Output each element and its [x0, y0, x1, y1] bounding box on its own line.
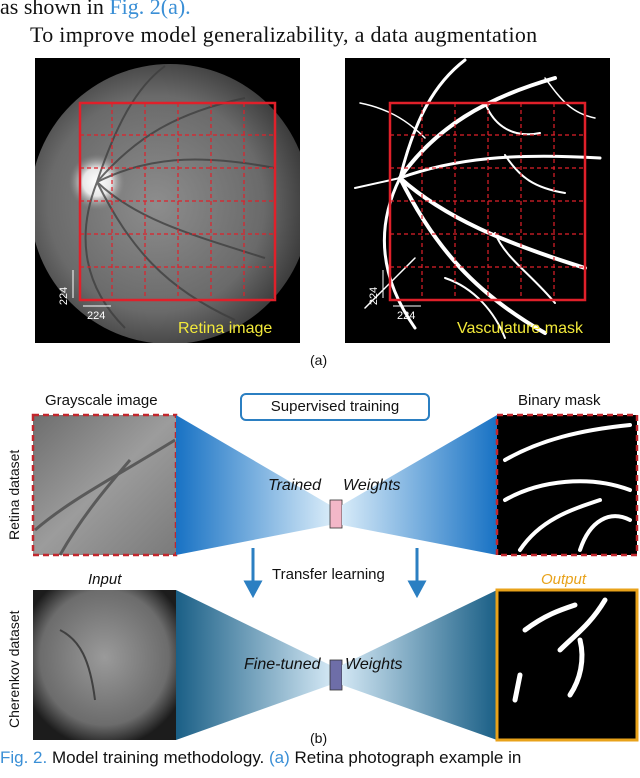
retina-image-panel: 224 224 Retina image [35, 58, 300, 343]
encoder-top [176, 415, 330, 555]
supervised-training-box: Supervised training [240, 393, 430, 421]
body-text-line-1: as shown in Fig. 2(a). [0, 0, 191, 20]
vasculature-mask-label: Vasculature mask [457, 320, 583, 337]
transfer-learning-label: Transfer learning [272, 566, 385, 583]
figure-caption: Fig. 2. Model training methodology. (a) … [0, 748, 521, 768]
latent-top [329, 499, 343, 529]
caption-text: Model training methodology. [47, 748, 270, 767]
dim-horizontal-label: 224 [87, 310, 106, 322]
caption-ref-a[interactable]: (a) [269, 748, 290, 767]
supervised-training-label: Supervised training [270, 398, 400, 415]
retina-image-label: Retina image [178, 320, 273, 337]
figure-reference-link[interactable]: Fig. 2(a). [109, 0, 191, 19]
encoder-bottom [176, 590, 330, 740]
binary-mask-label: Binary mask [518, 392, 601, 409]
retina-image [35, 64, 300, 343]
caption-fig-number[interactable]: Fig. 2. [0, 748, 48, 767]
fine-tuned-label: Fine-tuned [244, 656, 321, 673]
caption-text-2: Retina photograph example in [289, 748, 522, 767]
decoder-top [342, 415, 497, 555]
trained-label: Trained [268, 477, 322, 494]
output-mask-image [497, 590, 637, 740]
decoder-bottom [342, 590, 497, 740]
grayscale-image [33, 415, 176, 555]
network-diagram [31, 413, 639, 742]
dim-vertical-label: 224 [58, 286, 71, 306]
panel-a-label: (a) [310, 352, 328, 368]
dim-vertical-label: 224 [368, 286, 381, 306]
weights-top-label: Weights [343, 477, 401, 494]
output-label: Output [541, 571, 587, 588]
cherenkov-input-image [33, 590, 176, 740]
latent-bottom [329, 659, 343, 691]
vasculature-mask-panel: 224 224 Vasculature mask [345, 58, 610, 343]
dim-horizontal-label: 224 [397, 310, 416, 322]
body-text-line-2: To improve model generalizability, a dat… [30, 22, 538, 47]
body-text: as shown in [0, 0, 110, 19]
panel-b-label: (b) [310, 730, 328, 746]
retina-dataset-label: Retina dataset [6, 449, 22, 540]
weights-bottom-label: Weights [345, 656, 403, 673]
vasculature-mask [354, 58, 602, 339]
cherenkov-dataset-label: Cherenkov dataset [6, 610, 22, 728]
input-label: Input [88, 571, 122, 588]
grayscale-image-label: Grayscale image [45, 392, 158, 409]
